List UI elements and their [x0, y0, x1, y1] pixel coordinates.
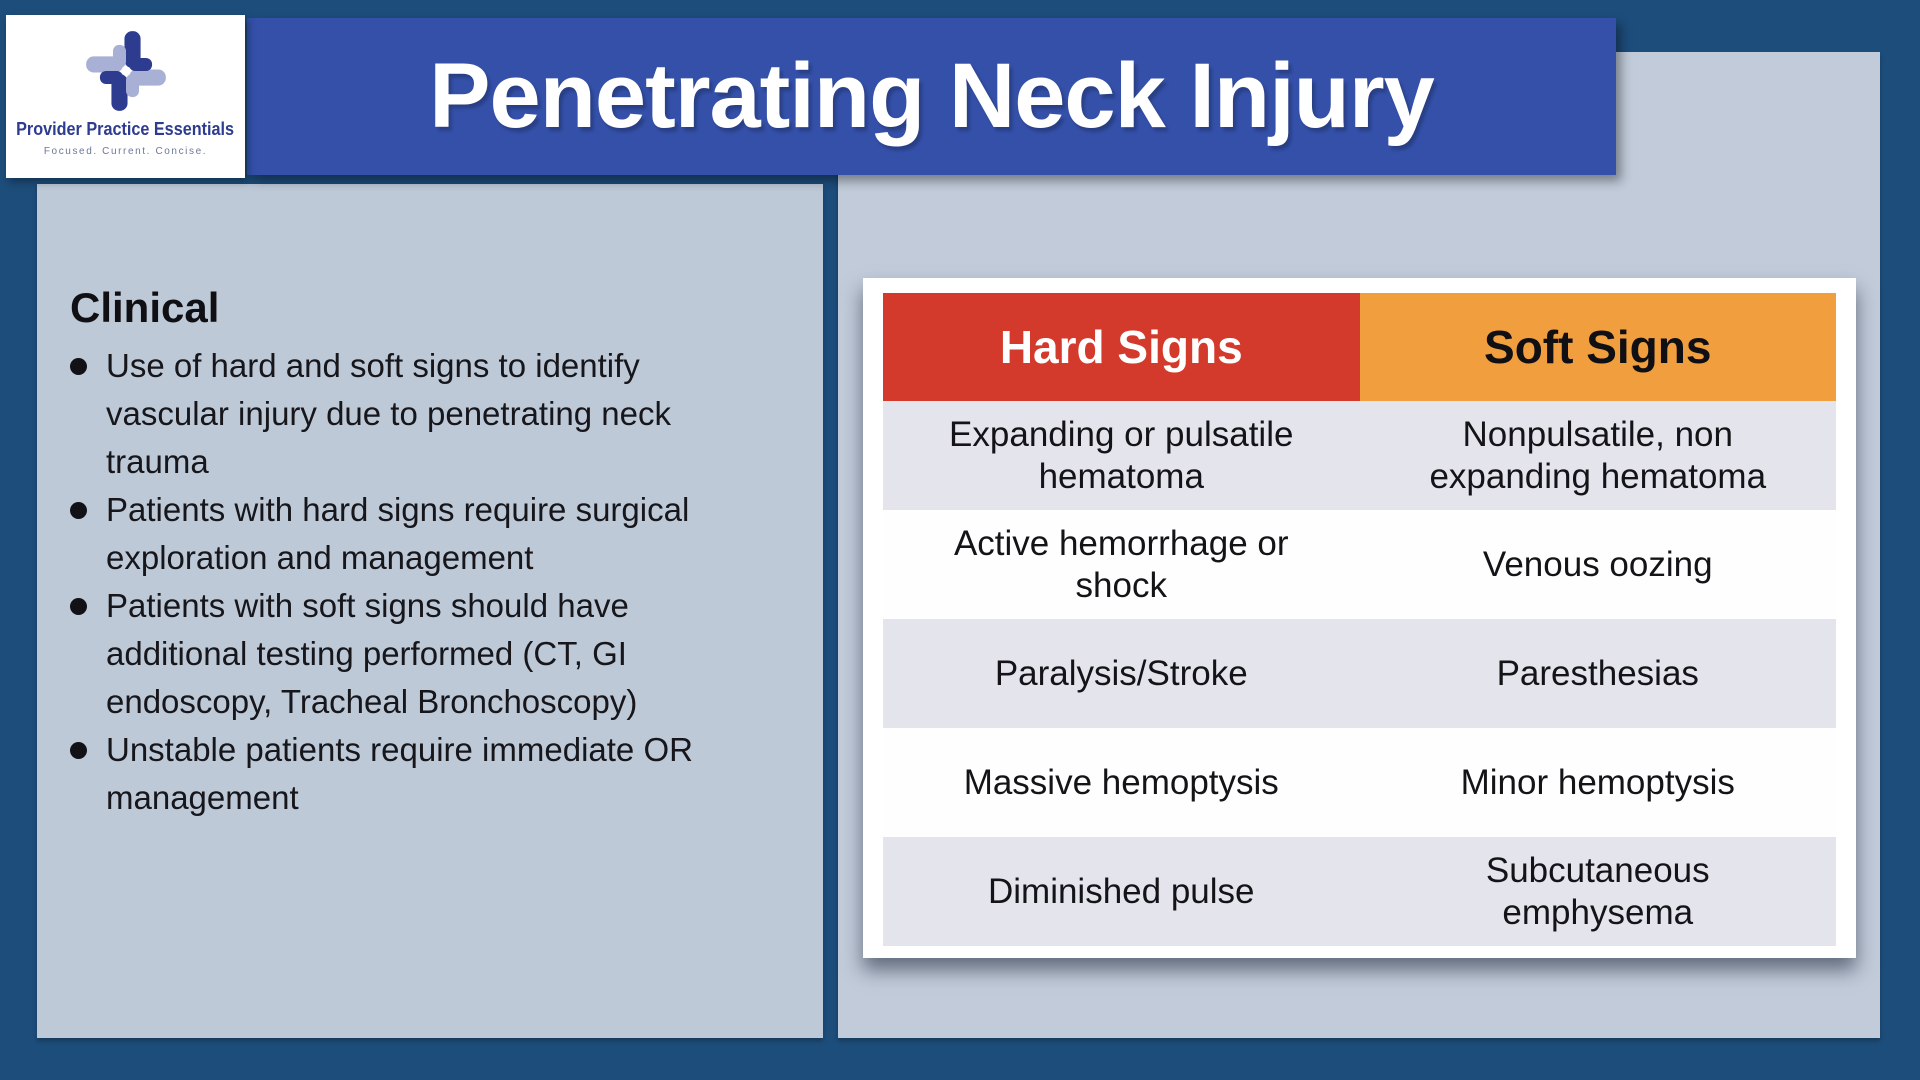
- soft-sign-cell: Paresthesias: [1496, 653, 1699, 693]
- soft-sign-cell: Minor hemoptysis: [1460, 762, 1735, 802]
- clinical-bullet-text: Use of hard and soft signs to identify v…: [106, 347, 671, 480]
- bullet-dot-icon: [70, 502, 87, 519]
- hard-sign-cell: Active hemorrhage or shock: [953, 523, 1289, 605]
- clinical-bullet-item: Unstable patients require immediate OR m…: [70, 726, 771, 822]
- table-row: Active hemorrhage or shock Venous oozing: [883, 510, 1836, 619]
- table-row: Expanding or pulsatile hematoma Nonpulsa…: [883, 401, 1836, 510]
- hard-sign-cell: Massive hemoptysis: [963, 762, 1279, 802]
- ppe-cross-icon: [85, 31, 166, 111]
- logo-tagline: Focused. Current. Concise.: [43, 146, 208, 157]
- clinical-bullet-list: Use of hard and soft signs to identify v…: [70, 342, 771, 822]
- soft-sign-cell: Nonpulsatile, non expanding hematoma: [1429, 414, 1767, 496]
- bullet-dot-icon: [70, 598, 87, 615]
- signs-table-header-row: Hard Signs Soft Signs: [883, 293, 1836, 401]
- title-banner: Penetrating Neck Injury: [247, 18, 1616, 175]
- clinical-bullet-item: Use of hard and soft signs to identify v…: [70, 342, 771, 486]
- bullet-dot-icon: [70, 358, 87, 375]
- clinical-bullet-text: Unstable patients require immediate OR m…: [106, 731, 693, 816]
- clinical-heading: Clinical: [70, 284, 220, 331]
- clinical-bullet-text: Patients with hard signs require surgica…: [106, 491, 690, 576]
- logo-name: Provider Practice Essentials: [16, 119, 235, 139]
- hard-sign-cell: Paralysis/Stroke: [994, 653, 1248, 693]
- table-row: Massive hemoptysis Minor hemoptysis: [883, 728, 1836, 837]
- hard-sign-cell: Diminished pulse: [987, 871, 1255, 911]
- signs-table-card: Hard Signs Soft Signs Expanding or pulsa…: [863, 278, 1856, 958]
- hard-signs-header: Hard Signs: [883, 293, 1360, 401]
- table-row: Diminished pulse Subcutaneous emphysema: [883, 837, 1836, 946]
- hard-sign-cell: Expanding or pulsatile hematoma: [949, 414, 1294, 496]
- table-row: Paralysis/Stroke Paresthesias: [883, 619, 1836, 728]
- logo-box: Provider Practice Essentials Focused. Cu…: [6, 15, 245, 178]
- bullet-dot-icon: [70, 742, 87, 759]
- clinical-bullet-text: Patients with soft signs should have add…: [106, 587, 638, 720]
- soft-sign-cell: Subcutaneous emphysema: [1485, 850, 1710, 932]
- slide-title: Penetrating Neck Injury: [429, 45, 1435, 147]
- soft-signs-header: Soft Signs: [1359, 293, 1836, 401]
- soft-sign-cell: Venous oozing: [1482, 544, 1713, 584]
- signs-table: Hard Signs Soft Signs Expanding or pulsa…: [883, 293, 1836, 946]
- clinical-panel: Clinical Use of hard and soft signs to i…: [37, 184, 823, 1038]
- clinical-bullet-item: Patients with soft signs should have add…: [70, 582, 771, 726]
- clinical-bullet-item: Patients with hard signs require surgica…: [70, 486, 771, 582]
